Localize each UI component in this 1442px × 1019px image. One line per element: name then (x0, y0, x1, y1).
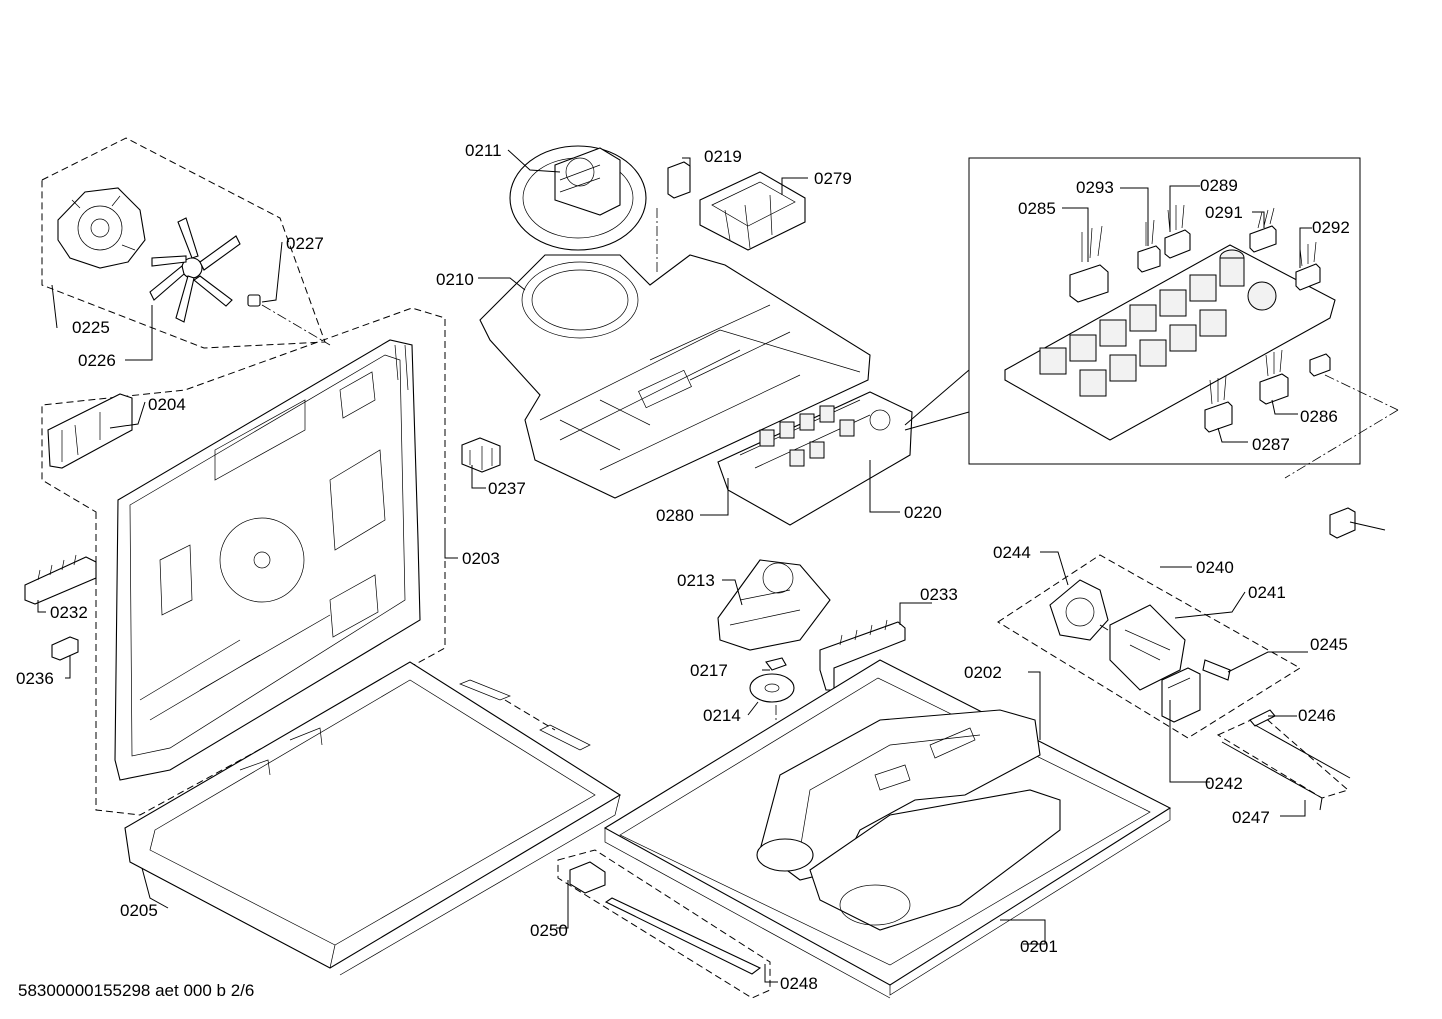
label-0292: 0292 (1312, 218, 1350, 237)
label-0226: 0226 (78, 351, 116, 370)
connector-0292 (1295, 241, 1321, 291)
label-0289: 0289 (1200, 176, 1238, 195)
label-0210: 0210 (436, 270, 474, 289)
clip-0236 (51, 636, 79, 661)
label-0247: 0247 (1232, 808, 1270, 827)
rail-0248 (557, 849, 771, 999)
plug-connector (1309, 353, 1331, 377)
terminal-strip-0232 (24, 554, 97, 605)
housing-0279 (699, 171, 806, 251)
fan-opening (756, 838, 814, 872)
lamp-holder-0245 (1202, 659, 1231, 681)
control-group-0240 (997, 554, 1301, 739)
label-0219: 0219 (704, 147, 742, 166)
label-0250: 0250 (530, 921, 568, 940)
connector-0293 (1137, 219, 1161, 273)
back-panel-group (24, 307, 446, 816)
label-0227: 0227 (286, 234, 324, 253)
back-panel-0203 (114, 339, 421, 781)
board-detail-inset (904, 157, 1361, 465)
bracket-0250 (569, 861, 606, 894)
label-0242: 0242 (1205, 774, 1243, 793)
label-0202: 0202 (964, 663, 1002, 682)
heater-0246 (1216, 709, 1351, 811)
label-0285: 0285 (1018, 199, 1056, 218)
label-0237: 0237 (488, 479, 526, 498)
drawing-reference-footer: 58300000155298 aet 000 b 2/6 (18, 981, 255, 1000)
label-0293: 0293 (1076, 178, 1114, 197)
label-0246: 0246 (1298, 706, 1336, 725)
terminal-block-0237 (461, 437, 501, 473)
label-0244: 0244 (993, 543, 1031, 562)
label-0241: 0241 (1248, 583, 1286, 602)
tray-0205 (124, 661, 622, 976)
label-0204: 0204 (148, 395, 186, 414)
label-0201: 0201 (1020, 937, 1058, 956)
fan-0213 (717, 559, 831, 651)
label-0280: 0280 (656, 506, 694, 525)
connector-0286 (1259, 349, 1289, 405)
connector-0285 (1069, 225, 1109, 303)
label-0217: 0217 (690, 661, 728, 680)
label-0232: 0232 (50, 603, 88, 622)
connector-0291 (1249, 207, 1277, 253)
spring-0217 (765, 657, 787, 671)
clip-0219 (667, 161, 691, 199)
connector-0289 (1164, 204, 1191, 259)
label-0211: 0211 (465, 141, 502, 160)
label-0220: 0220 (904, 503, 942, 522)
label-0291: 0291 (1205, 203, 1243, 222)
connector-0287 (1204, 375, 1233, 433)
nut-0227 (247, 294, 261, 307)
label-0245: 0245 (1310, 635, 1348, 654)
lower-duct (809, 789, 1061, 931)
label-0203: 0203 (462, 549, 500, 568)
bracket-0204 (47, 393, 133, 469)
control-board-0280 (717, 391, 913, 526)
relay-0242 (1161, 667, 1201, 723)
label-0205: 0205 (120, 901, 158, 920)
probe-sensor (1284, 374, 1399, 539)
label-0287: 0287 (1252, 435, 1290, 454)
fan-motor-group (41, 137, 331, 349)
relay-array (1039, 274, 1227, 397)
label-0233: 0233 (920, 585, 958, 604)
part-labels: 0211 0219 0279 0227 0225 0226 0210 0204 … (16, 141, 1350, 993)
switch-0241 (1109, 604, 1186, 691)
label-0213: 0213 (677, 571, 715, 590)
blower-0211 (509, 145, 647, 251)
label-0279: 0279 (814, 169, 852, 188)
label-0240: 0240 (1196, 558, 1234, 577)
fan-duct-0210 (479, 254, 871, 499)
label-0214: 0214 (703, 706, 741, 725)
fan-wheel-0214 (749, 673, 795, 703)
label-0225: 0225 (72, 318, 110, 337)
fan-motor-0225 (57, 187, 146, 269)
leader-lines (37, 149, 1312, 983)
label-0248: 0248 (780, 974, 818, 993)
label-0286: 0286 (1300, 407, 1338, 426)
label-0236: 0236 (16, 669, 54, 688)
base-plate-0201 (603, 659, 1172, 999)
fan-blade-0226 (149, 217, 241, 323)
timer-0244 (1049, 579, 1109, 641)
